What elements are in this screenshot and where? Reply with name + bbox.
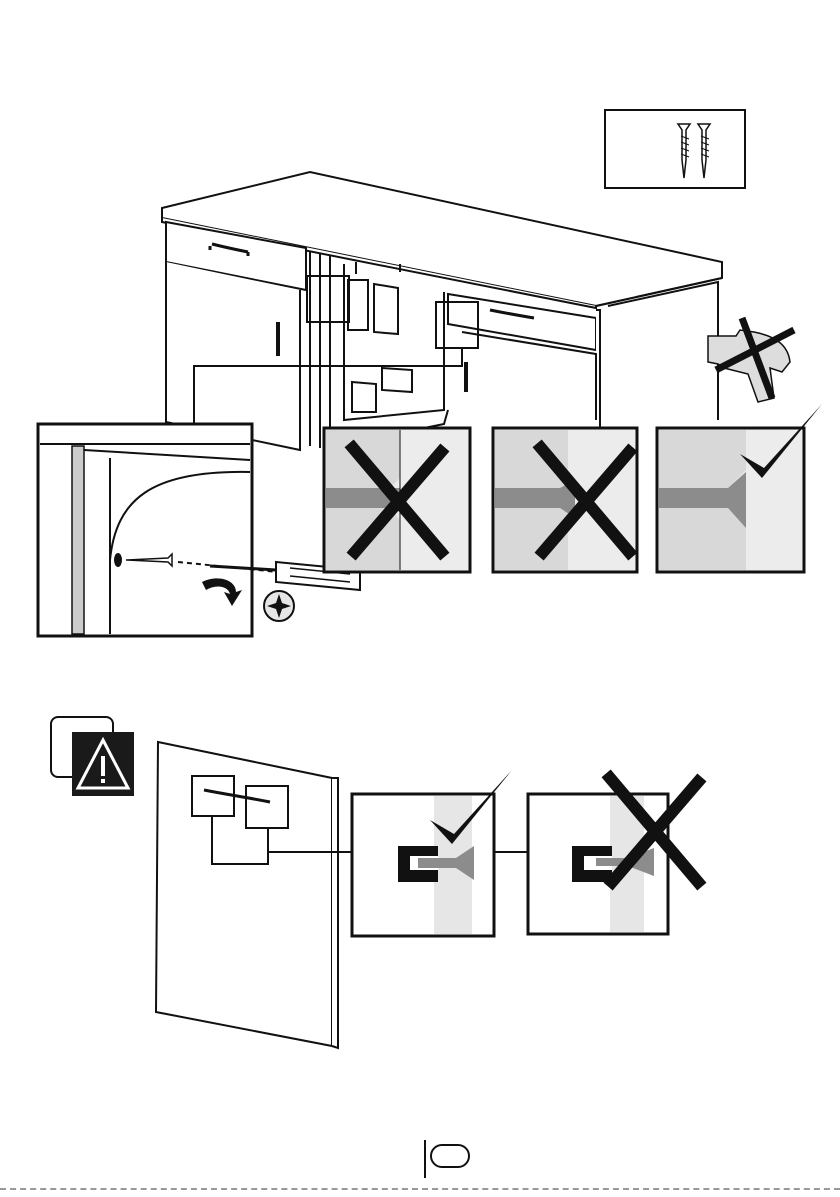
- callout-box-left: [307, 276, 349, 322]
- flush-detail-1: [324, 428, 470, 572]
- screws-box: [605, 110, 745, 188]
- door-detail-2: [528, 778, 698, 934]
- warning-triangle-icon: [72, 732, 134, 796]
- screw-insertion-detail: [38, 424, 360, 636]
- flush-detail-3: [657, 404, 822, 572]
- footer-line: [0, 1188, 840, 1190]
- door-detail-1: [352, 770, 512, 936]
- dishwasher-frame: [310, 252, 448, 452]
- phillips-head-icon: [264, 591, 294, 621]
- flush-detail-2: [493, 428, 637, 572]
- no-power-drill-icon: [708, 318, 794, 402]
- page-number-badge: [430, 1144, 470, 1168]
- page-number-divider: [424, 1140, 426, 1178]
